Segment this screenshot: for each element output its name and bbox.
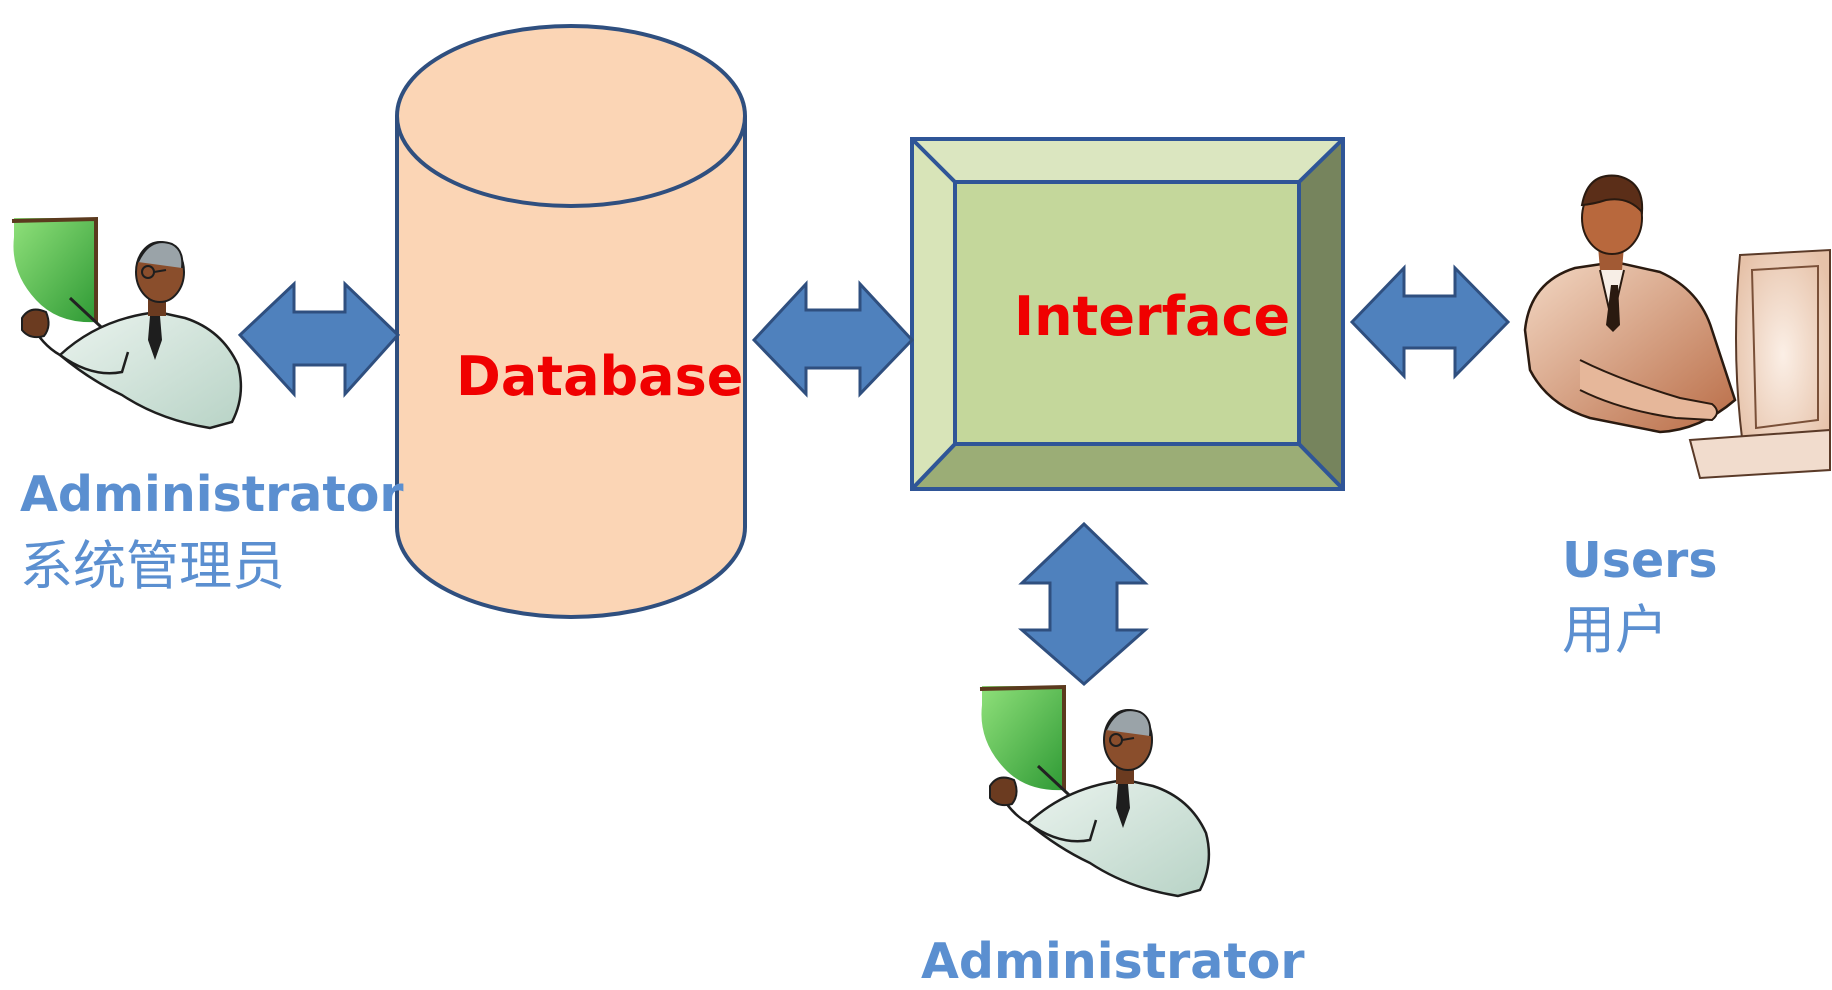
- admin-bottom-label: Administrator: [921, 933, 1305, 990]
- admin-left-label: Administrator: [20, 466, 404, 523]
- presenter-person-icon: [10, 216, 243, 430]
- database-label: Database: [456, 345, 744, 408]
- users-label-cn: 用户: [1562, 600, 1668, 661]
- arrow-interface-users: [1349, 264, 1511, 380]
- database-cylinder: [395, 24, 747, 619]
- interface-box: [910, 137, 1345, 491]
- presenter-person-icon: [978, 684, 1211, 898]
- arrow-database-interface: [751, 280, 915, 398]
- arrow-admin-database: [237, 280, 401, 398]
- users-label: Users: [1562, 532, 1718, 589]
- interface-label: Interface: [1014, 285, 1291, 348]
- arrow-interface-admin: [1017, 521, 1149, 686]
- computer-user-icon: [1523, 174, 1831, 480]
- admin-left-label-cn: 系统管理员: [20, 536, 285, 597]
